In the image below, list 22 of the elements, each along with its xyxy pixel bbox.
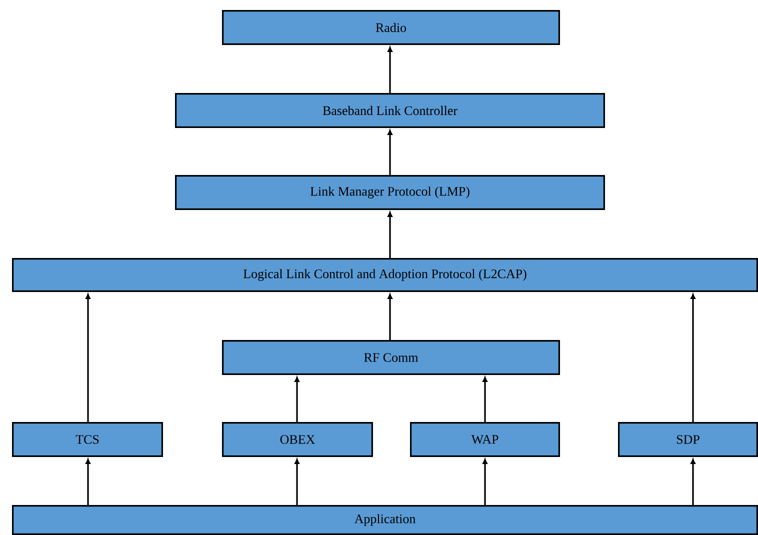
layer-box: RF Comm bbox=[222, 340, 560, 375]
layer-box: Logical Link Control and Adoption Protocol (L2CAP) bbox=[12, 258, 758, 292]
layer-box: Baseband Link Controller bbox=[175, 93, 605, 128]
layer-box: WAP bbox=[410, 422, 560, 457]
arrow bbox=[86, 458, 90, 505]
layer-box: OBEX bbox=[222, 422, 373, 457]
layer-box: SDP bbox=[618, 422, 758, 457]
arrow bbox=[388, 294, 392, 340]
arrow bbox=[482, 458, 488, 505]
layer-box: Radio bbox=[222, 10, 560, 45]
arrow bbox=[690, 294, 696, 422]
arrow bbox=[690, 458, 696, 505]
arrow bbox=[388, 46, 392, 93]
arrow bbox=[294, 458, 300, 505]
layer-box: Link Manager Protocol (LMP) bbox=[175, 175, 605, 210]
layer-box: Application bbox=[12, 505, 758, 535]
arrow bbox=[86, 294, 90, 422]
arrow bbox=[294, 376, 300, 422]
arrow bbox=[388, 130, 392, 175]
arrow bbox=[388, 212, 392, 258]
arrow bbox=[482, 376, 488, 422]
layer-box: TCS bbox=[12, 422, 164, 457]
